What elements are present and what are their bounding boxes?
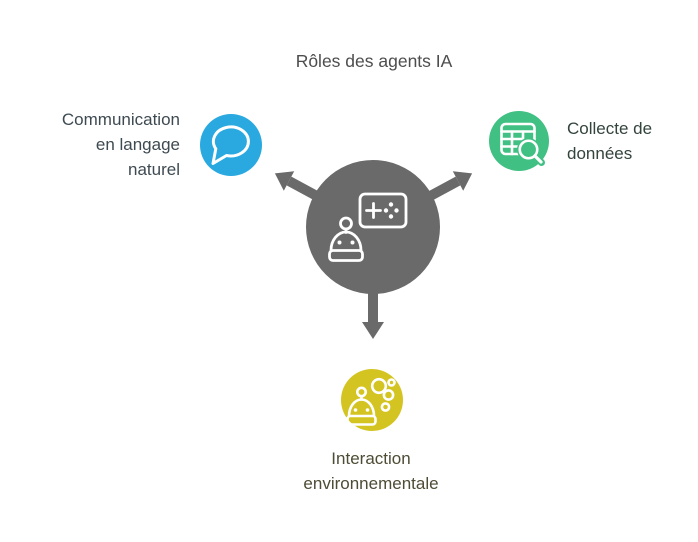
label-line: Interaction xyxy=(331,449,411,468)
diagram-title: Rôles des agents IA xyxy=(295,51,453,71)
magnifier-shape xyxy=(518,139,543,164)
bubble-small-top xyxy=(387,378,396,387)
node-interaction xyxy=(341,369,403,431)
label-line: environnementale xyxy=(303,474,439,493)
label-interaction: Interaction environnementale xyxy=(261,446,481,496)
bubble-large xyxy=(370,377,388,395)
robot-head-base xyxy=(328,249,364,262)
label-line: Communication xyxy=(61,110,180,129)
button-dots xyxy=(337,202,399,245)
robot-head-dome xyxy=(329,230,363,252)
robot-eye-right xyxy=(365,408,370,412)
chat-card-shape xyxy=(358,192,408,229)
label-line: naturel xyxy=(128,160,180,179)
plus-glyph xyxy=(365,202,382,219)
robot-eye-left xyxy=(353,408,358,412)
label-line: en langage xyxy=(95,135,180,154)
robot-eye-right xyxy=(350,240,355,245)
label-line: Collecte de xyxy=(567,119,653,138)
node-collecte xyxy=(489,111,549,171)
label-line: données xyxy=(567,144,633,163)
bubble-small-bottom xyxy=(380,402,391,412)
robot-chat-icon xyxy=(328,192,408,262)
robot-head-dome xyxy=(347,398,376,418)
robot-bubbles-icon xyxy=(346,377,396,426)
hub-node xyxy=(306,160,440,294)
speech-bubble-icon xyxy=(211,125,250,165)
label-collecte: Collecte de données xyxy=(567,116,692,166)
robot-head-base xyxy=(346,414,377,426)
bubble-medium xyxy=(382,389,395,401)
label-communication: Communication en langage naturel xyxy=(0,107,180,182)
robot-eye-left xyxy=(337,240,342,245)
arrow-to-interaction xyxy=(362,288,384,339)
node-communication xyxy=(200,114,262,176)
robot-antenna xyxy=(339,216,353,231)
data-table-search-icon xyxy=(500,122,545,166)
